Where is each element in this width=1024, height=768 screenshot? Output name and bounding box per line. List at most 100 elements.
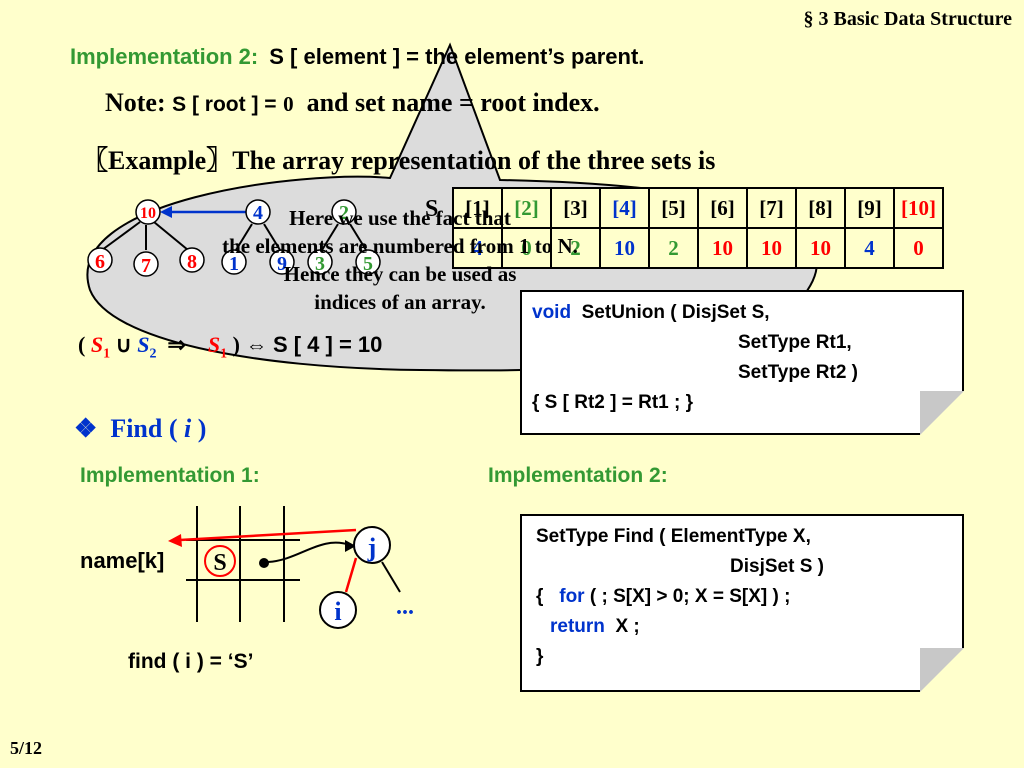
note-code: S [ root ] = (172, 93, 277, 116)
array-value-6: 10 (697, 227, 748, 269)
array-value-3: 2 (550, 227, 601, 269)
array-index-7: [7] (746, 187, 797, 229)
callout-line-3: Hence they can be used as (283, 262, 517, 286)
find-heading: ❖ Find ( i ) (74, 414, 206, 444)
iff-symbol: ⇔ (245, 332, 268, 357)
set-s1: S (90, 332, 104, 357)
example-line: 〖Example〗The array representation of the… (82, 140, 715, 177)
more-nodes-dots: ... (396, 594, 414, 620)
array-index-4: [4] (599, 187, 650, 229)
array-index-8: [8] (795, 187, 846, 229)
note-prefix: Note: (105, 88, 166, 117)
tree2-child-9: 9 (277, 253, 287, 275)
array-index-6: [6] (697, 187, 748, 229)
array-index-10: [10] (893, 187, 944, 229)
page-number: 5/12 (10, 738, 43, 758)
tree3-child-5: 5 (363, 253, 373, 275)
array-value-4: 10 (599, 227, 650, 269)
impl2-label: Implementation 2: (70, 44, 259, 69)
page-fold (920, 391, 964, 435)
callout-line-2: the elements are numbered from 1 to N. (222, 234, 578, 258)
union-symbol: ∪ (115, 332, 132, 357)
implementation-2-line: Implementation 2: S [ element ] = the el… (70, 44, 644, 70)
tree2-root: 4 (253, 202, 263, 224)
array-value-9: 4 (844, 227, 895, 269)
array-value-2: 0 (501, 227, 552, 269)
node-j: j (367, 533, 377, 562)
array-index-2: [2] (501, 187, 552, 229)
note-rest: and set name = root index. (306, 88, 600, 117)
find-code-line-1: SetType Find ( ElementType X, (536, 526, 811, 547)
slide-header: § 3 Basic Data Structure (803, 8, 1013, 30)
union-code-line-2: SetType Rt1, (738, 332, 852, 353)
array-value-7: 10 (746, 227, 797, 269)
callout-line-4: indices of an array. (314, 290, 486, 314)
set-s1-result: S (207, 332, 221, 357)
tree1-child-8: 8 (187, 251, 197, 273)
find-var: i (184, 414, 192, 443)
kw-for: for (559, 586, 585, 607)
cell-s: S (213, 550, 226, 576)
tree1-child-7: 7 (141, 255, 151, 277)
union-code-line-4: { S [ Rt2 ] = Rt1 ; } (532, 392, 693, 413)
set-s1-sub: 1 (103, 346, 111, 362)
note-zero: 0 (283, 92, 294, 116)
tree3-root: 2 (339, 202, 349, 224)
tree2-child-1: 1 (229, 253, 239, 275)
paren-close: ) (232, 332, 240, 357)
for-loop: ( ; S[X] > 0; X = S[X] ) ; (589, 586, 791, 607)
example-label: 〖Example〗 (82, 146, 233, 175)
find-code-line-4: return X ; (536, 612, 962, 642)
example-text: The array representation of the three se… (232, 146, 716, 175)
array-header-row: [1][2][3][4][5][6][7][8][9][10] (452, 187, 944, 229)
find-result: find ( i ) = ‘S’ (128, 650, 254, 673)
kw-void: void (532, 302, 572, 323)
set-s2: S (137, 332, 150, 357)
find-code-line-5: } (536, 646, 544, 667)
array-value-8: 10 (795, 227, 846, 269)
array-index-3: [3] (550, 187, 601, 229)
impl2-text: S [ element ] = the element’s parent. (269, 44, 645, 69)
callout-partial-s: S (425, 196, 439, 222)
union-code-line-3: SetType Rt2 ) (738, 362, 859, 383)
set-s1-result-sub: 1 (220, 346, 228, 362)
kw-return: return (550, 616, 605, 637)
find-close: ) (197, 414, 207, 443)
diamond-bullet-icon: ❖ (74, 414, 98, 443)
union-code-eq: S [ 4 ] = 10 (272, 332, 383, 357)
return-value: X ; (615, 616, 640, 637)
callout-line-1: Here we use the fact that (289, 206, 511, 230)
union-sig: SetUnion ( DisjSet S, (581, 302, 770, 323)
array-value-5: 2 (648, 227, 699, 269)
setunion-code-box: void SetUnion ( DisjSet S, SetType Rt1, … (520, 290, 964, 435)
array-value-10: 0 (893, 227, 944, 269)
callout-text: Here we use the fact that the elements a… (180, 204, 620, 316)
name-k-label: name[k] (80, 548, 165, 573)
find-code-line-2: DisjSet S ) (730, 556, 824, 577)
find-title: Find ( (110, 414, 178, 443)
note-line: Note: S [ root ] = 0 and set name = root… (105, 88, 600, 118)
implies-arrow: ⇒ (167, 332, 186, 357)
tree1-root: 10 (140, 205, 156, 222)
find-impl1-label: Implementation 1: (80, 464, 260, 487)
array-index-5: [5] (648, 187, 699, 229)
brace-open: { (536, 586, 544, 607)
node-i: i (334, 597, 341, 626)
array-value-1: 4 (452, 227, 503, 269)
tree-node-circles (87, 199, 381, 277)
page-fold (920, 648, 964, 692)
array-index-9: [9] (844, 187, 895, 229)
paren-open: ( (78, 332, 86, 357)
union-equation: ( S1 ∪ S2 ⇒ S1 ) ⇔ S [ 4 ] = 10 (78, 332, 382, 362)
find-impl2-label: Implementation 2: (488, 464, 668, 487)
array-index-1: [1] (452, 187, 503, 229)
tree3-child-3: 3 (315, 253, 325, 275)
union-code-line-1: void SetUnion ( DisjSet S, (532, 298, 962, 328)
set-s2-sub: 2 (149, 346, 157, 362)
find-code-box: SetType Find ( ElementType X, DisjSet S … (520, 514, 964, 692)
find-code-line-3: { for ( ; S[X] > 0; X = S[X] ) ; (536, 582, 962, 612)
